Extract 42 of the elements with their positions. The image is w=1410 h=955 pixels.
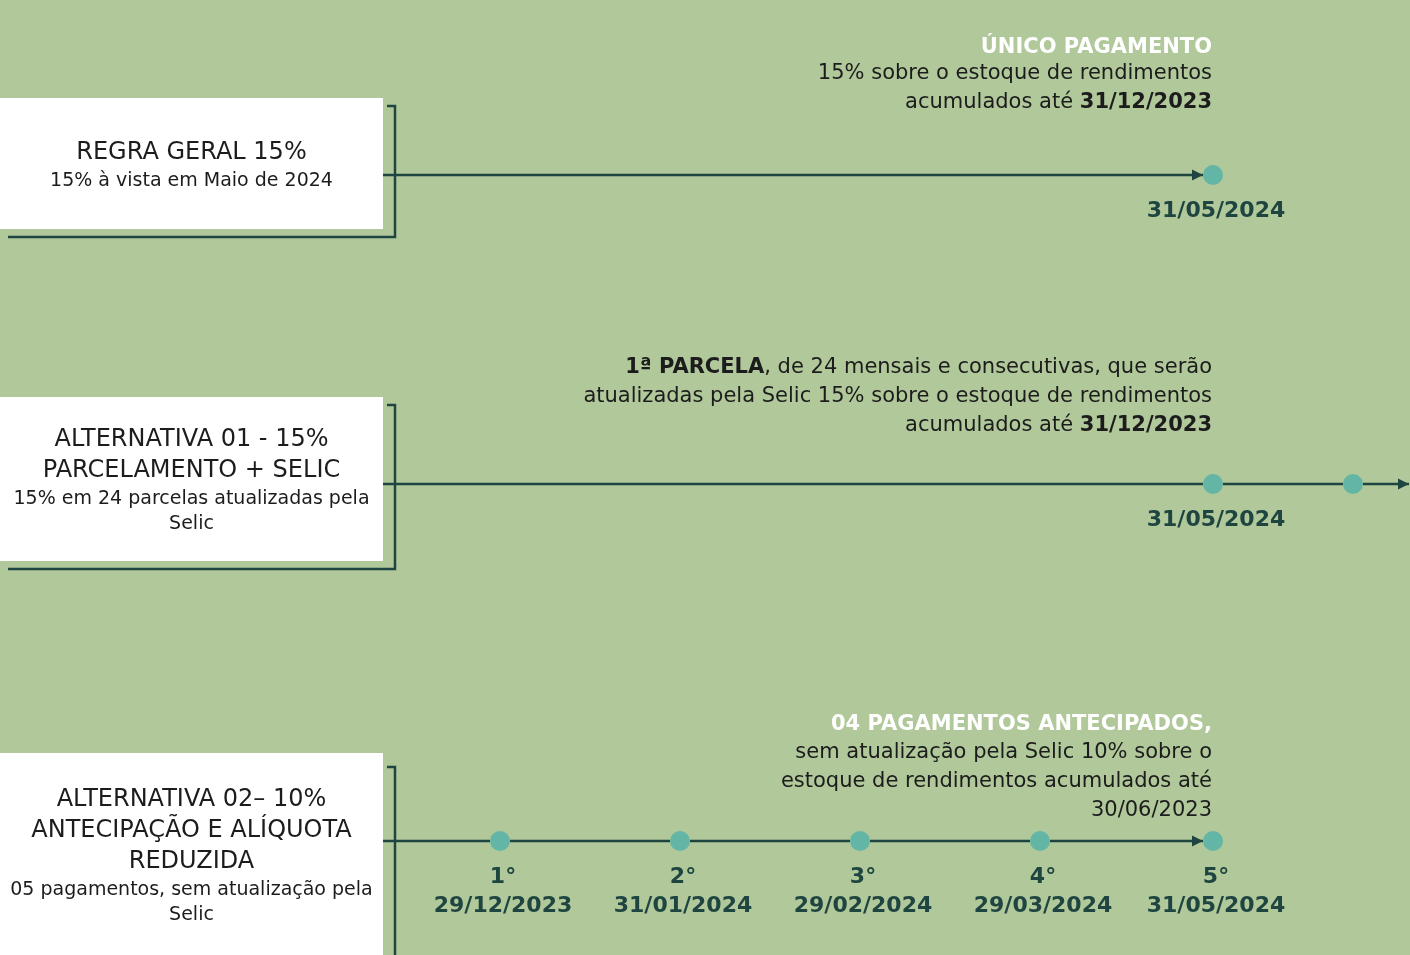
date-label: 31/05/2024 — [1146, 197, 1286, 222]
option-card — [0, 753, 383, 955]
card-description: 15% à vista em Maio de 2024 — [50, 166, 333, 192]
note-text: sem atualização pela Selic 10% sobre o estoque de rendimentos acumulados até 30/06/2023 — [779, 738, 1212, 823]
card-heading: ALTERNATIVA 02– 10% ANTECIPAÇÃO E ALÍQUOTA REDUZIDA — [30, 782, 353, 876]
line — [1223, 482, 1343, 486]
timeline-dot — [1203, 165, 1223, 185]
note-heading: ÚNICO PAGAMENTO — [979, 32, 1212, 60]
timeline-dot — [850, 831, 870, 851]
date-label: 31/05/2024 — [1146, 506, 1286, 531]
ordinal-label: 5° — [1202, 863, 1230, 888]
line — [383, 839, 490, 843]
date-label: 29/12/2023 — [433, 892, 573, 917]
card-description: 05 pagamentos, sem atualização pela Selic — [10, 875, 373, 926]
date-label: 31/01/2024 — [613, 892, 753, 917]
card-heading: REGRA GERAL 15% — [76, 135, 307, 167]
arrow — [383, 169, 1203, 181]
timeline-dot — [1343, 474, 1363, 494]
date-label: 29/02/2024 — [793, 892, 933, 917]
date-label: 29/03/2024 — [973, 892, 1113, 917]
arrow — [1363, 478, 1409, 490]
line — [870, 839, 1030, 843]
line — [510, 839, 670, 843]
ordinal-label: 2° — [669, 863, 697, 888]
note-heading: 04 PAGAMENTOS ANTECIPADOS, — [830, 710, 1212, 737]
option-card — [0, 98, 383, 229]
timeline-dot — [1203, 831, 1223, 851]
timeline-dot — [670, 831, 690, 851]
arrow — [1050, 835, 1203, 847]
note-text: 15% sobre o estoque de rendimentos acumulados até 31/12/2023 — [816, 59, 1212, 115]
date-label: 31/05/2024 — [1146, 892, 1286, 917]
timeline-dot — [1203, 474, 1223, 494]
ordinal-label: 3° — [849, 863, 877, 888]
line — [690, 839, 850, 843]
timeline-dot — [490, 831, 510, 851]
line — [383, 482, 1203, 486]
ordinal-label: 1° — [489, 863, 517, 888]
card-description: 15% em 24 parcelas atualizadas pela Selic — [12, 485, 371, 535]
card-heading: ALTERNATIVA 01 - 15% PARCELAMENTO + SELIC — [41, 423, 342, 485]
ordinal-label: 4° — [1029, 863, 1057, 888]
timeline-dot — [1030, 831, 1050, 851]
note-text: 1ª PARCELA, de 24 mensais e consecutivas, que serão atualizadas pela Selic 15% sobre o estoque de rendimentos acumulados até 31/12/2023 — [582, 353, 1212, 438]
